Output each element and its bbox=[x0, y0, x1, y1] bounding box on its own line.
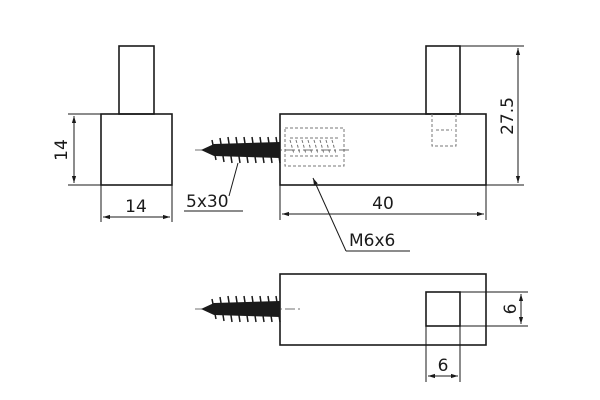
front-view-peg bbox=[425, 45, 461, 115]
screw-size-label: 5x30 bbox=[186, 192, 229, 212]
screw-front bbox=[201, 136, 281, 164]
side-height-label: 14 bbox=[52, 139, 72, 161]
front-view-body bbox=[279, 113, 487, 186]
front-view: 5x30 M6x6 27.5 40 bbox=[184, 45, 524, 252]
thread-size-label: M6x6 bbox=[349, 231, 395, 251]
hole-height-label: 6 bbox=[501, 304, 521, 315]
side-view-block bbox=[100, 113, 173, 186]
side-view: 14 14 bbox=[52, 45, 173, 222]
side-width-label: 14 bbox=[125, 197, 147, 217]
screw-leader-line bbox=[228, 162, 239, 197]
side-view-peg bbox=[118, 45, 155, 115]
total-height-label: 27.5 bbox=[498, 97, 518, 135]
hidden-insert bbox=[284, 127, 345, 167]
top-view: 6 6 bbox=[195, 273, 528, 382]
hole-width-label: 6 bbox=[438, 356, 449, 376]
body-length-label: 40 bbox=[372, 194, 394, 214]
top-view-body bbox=[279, 273, 487, 346]
hidden-peg-hole bbox=[431, 114, 457, 147]
screw-top bbox=[201, 295, 281, 323]
top-view-square-hole bbox=[425, 291, 461, 327]
